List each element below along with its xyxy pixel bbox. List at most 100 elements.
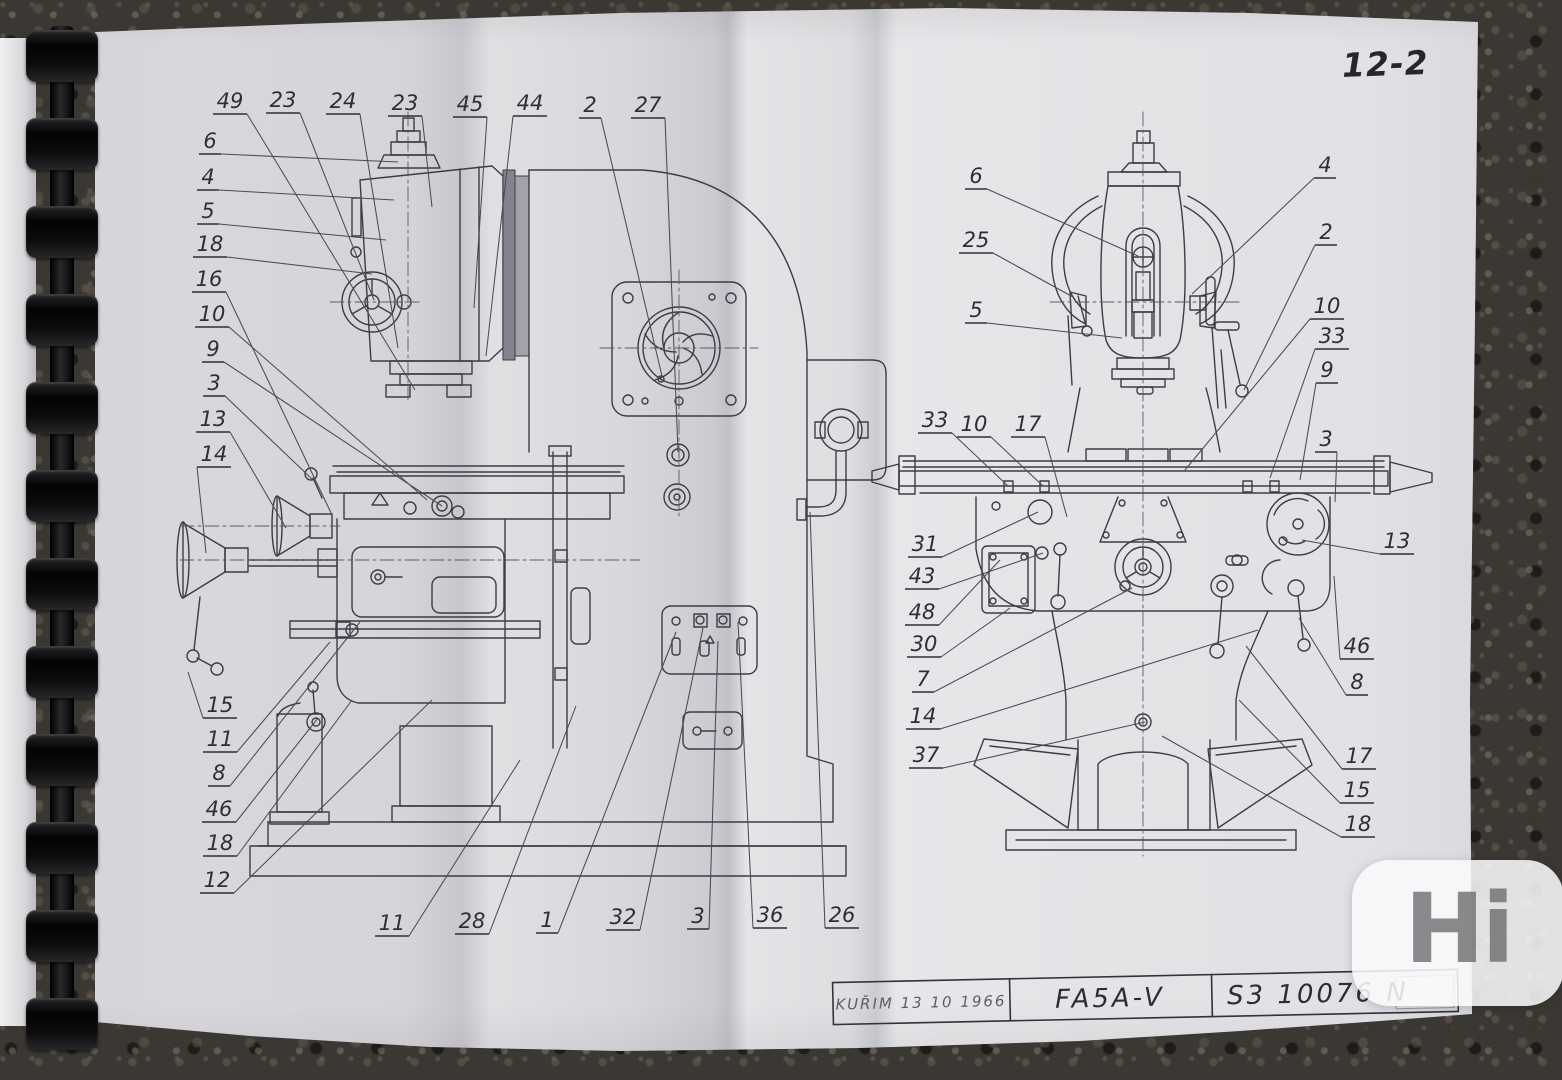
callout-49: 49 — [217, 89, 244, 113]
callout-leader-line — [1269, 348, 1316, 479]
callout-4: 4 — [201, 165, 214, 189]
comb-tooth — [26, 998, 98, 1050]
callout-leader-line — [218, 189, 395, 201]
callout-leader-line — [938, 552, 1044, 590]
callout-leader-line — [1333, 575, 1341, 660]
side-centerlines — [179, 111, 759, 561]
comb-tooth — [26, 470, 98, 522]
callout-leader-line — [1191, 177, 1315, 295]
callout-leader-line — [485, 115, 514, 357]
callout-leader-line — [1245, 645, 1343, 770]
callout-33: 33 — [1319, 324, 1346, 348]
callout-leader-line — [600, 117, 663, 377]
callout-leader-line — [224, 395, 314, 481]
callout-11: 11 — [207, 727, 234, 751]
callout-12: 12 — [204, 868, 231, 892]
callout-32: 32 — [610, 905, 637, 929]
head-side-crank — [1067, 276, 1249, 409]
lower-cover-plate — [682, 711, 743, 750]
callout-11: 11 — [379, 911, 406, 935]
side-spindle-cap — [377, 117, 441, 169]
callout-leader-line — [1298, 617, 1347, 696]
callout-5: 5 — [201, 199, 214, 223]
callout-23: 23 — [392, 91, 419, 115]
callout-leader-line — [708, 640, 719, 930]
callout-leader-line — [226, 256, 373, 275]
callout-9: 9 — [1320, 358, 1333, 382]
callout-2: 2 — [583, 93, 596, 117]
callout-10: 10 — [199, 302, 226, 326]
callout-leader-line — [1334, 451, 1338, 503]
callout-8: 8 — [1350, 670, 1363, 694]
callout-44: 44 — [517, 91, 544, 115]
comb-tooth — [26, 30, 98, 82]
callout-leader-line — [473, 116, 488, 309]
callout-leader-line — [229, 621, 361, 787]
callout-16: 16 — [196, 267, 223, 291]
comb-tooth — [26, 382, 98, 434]
callout-leader-line — [196, 466, 207, 554]
callout-9: 9 — [206, 337, 219, 361]
callout-17: 17 — [1015, 412, 1042, 436]
callout-2: 2 — [1319, 220, 1332, 244]
callout-7: 7 — [916, 667, 930, 691]
callout-18: 18 — [197, 232, 224, 256]
callout-leader-line — [1301, 539, 1381, 555]
callout-45: 45 — [457, 92, 484, 116]
callout-leader-line — [408, 759, 521, 937]
callout-leader-line — [225, 291, 333, 516]
front-saddle — [975, 496, 1331, 614]
callout-18: 18 — [1345, 812, 1372, 836]
control-panel — [661, 605, 758, 675]
callout-leader-line — [942, 721, 1146, 769]
callout-36: 36 — [757, 903, 784, 927]
callout-26: 26 — [829, 903, 856, 927]
watermark-logo-text: Hi — [1404, 873, 1514, 985]
callout-leader-line — [1243, 244, 1316, 391]
callout-leader-line — [951, 432, 1009, 487]
callout-leader-line — [299, 112, 375, 301]
callout-46: 46 — [1344, 634, 1371, 658]
callout-15: 15 — [1344, 778, 1371, 802]
callout-leader-line — [1299, 382, 1317, 481]
comb-tooth — [26, 118, 98, 170]
callout-31: 31 — [912, 532, 939, 556]
callout-leader-line — [233, 699, 433, 894]
side-table-saddle — [329, 465, 625, 520]
callout-15: 15 — [207, 693, 234, 717]
callout-leader-line — [990, 436, 1044, 487]
title-block-stamp: KUŘIM 13 10 1966 — [835, 991, 1006, 1014]
callout-leader-line — [809, 511, 826, 929]
callout-46: 46 — [206, 797, 233, 821]
callout-leader-line — [938, 559, 1001, 626]
callout-24: 24 — [330, 89, 357, 113]
side-view-drawing — [176, 111, 887, 877]
callout-10: 10 — [961, 412, 988, 436]
callout-leader-line — [986, 188, 1139, 257]
callout-6: 6 — [203, 129, 216, 153]
front-links — [1050, 542, 1311, 659]
callout-14: 14 — [201, 442, 228, 466]
feed-cranks — [176, 467, 338, 676]
callout-18: 18 — [207, 831, 234, 855]
comb-tooth — [26, 734, 98, 786]
callout-13: 13 — [200, 407, 227, 431]
callout-8: 8 — [212, 761, 225, 785]
callout-leader-line — [940, 607, 1011, 658]
callout-leader-line — [1161, 735, 1342, 838]
callout-leader-line — [228, 326, 428, 501]
callout-28: 28 — [459, 909, 486, 933]
comb-binding-spine — [50, 26, 74, 1032]
callout-leader-line — [359, 113, 399, 349]
callout-leader-line — [664, 117, 679, 453]
callout-leader-line — [229, 431, 287, 529]
comb-tooth — [26, 822, 98, 874]
callout-leader-line — [223, 361, 443, 507]
callout-leader-line — [236, 641, 331, 753]
callout-leader-line — [218, 223, 387, 241]
callout-leader-line — [557, 631, 677, 934]
callout-leader-line — [1238, 699, 1341, 804]
